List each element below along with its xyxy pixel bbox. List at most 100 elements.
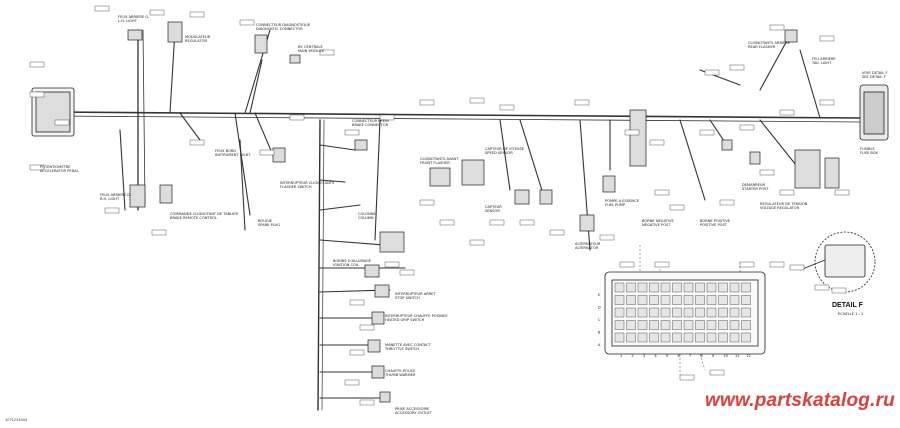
grid-col-label: 3 <box>643 354 645 358</box>
component-label: FEUX ARRIERE D.R.H. LIGHT <box>100 193 131 201</box>
reference-tag <box>669 204 685 211</box>
fuse-slot <box>718 295 728 305</box>
grid-col-label: 2 <box>632 354 634 358</box>
reference-tag <box>29 61 45 68</box>
reference-tag <box>104 207 120 214</box>
fuse-slot <box>626 332 636 343</box>
reference-tags <box>29 5 850 406</box>
reference-tag <box>469 239 485 246</box>
reference-tag <box>789 264 805 271</box>
fuse-slot <box>672 320 682 330</box>
fuse-slot <box>660 282 671 293</box>
reference-tag <box>779 109 795 116</box>
fuse-slot <box>672 307 682 318</box>
reference-tag <box>739 124 755 131</box>
fuse-slot <box>718 282 728 293</box>
grid-col-label: 4 <box>655 354 657 358</box>
reference-tag <box>549 229 565 236</box>
reference-tag <box>709 369 725 376</box>
grid-row-label: B <box>598 331 601 335</box>
fuse-slot <box>637 295 648 305</box>
reference-tag <box>359 324 375 331</box>
fuse-slot <box>637 307 648 318</box>
reference-tag <box>469 97 485 104</box>
fuse-slot <box>729 332 740 343</box>
fuse-slot <box>614 332 625 343</box>
fuse-slot <box>626 282 636 293</box>
detail-f-view <box>799 231 876 293</box>
fuse-slot <box>614 320 625 330</box>
reference-tag <box>599 234 615 241</box>
fuse-slot <box>706 282 717 293</box>
fuse-slot <box>695 307 705 318</box>
reference-tag <box>29 164 45 171</box>
reference-tag <box>499 104 515 111</box>
fuse-slot <box>637 282 648 293</box>
component-label: FEUX ARRIERE G.L.H. LIGHT <box>118 15 149 23</box>
reference-tag <box>319 49 335 56</box>
fuse-slot <box>706 307 717 318</box>
fuse-slot <box>741 307 751 318</box>
reference-tag <box>624 129 640 136</box>
reference-tag <box>344 379 360 386</box>
fuse-slot <box>649 307 659 318</box>
reference-tag <box>439 219 455 226</box>
fuse-slot <box>683 295 694 305</box>
reference-tag <box>489 219 505 226</box>
fuse-slot <box>660 307 671 318</box>
fuse-slot <box>614 282 625 293</box>
reference-tag <box>649 139 665 146</box>
reference-tag <box>779 189 795 196</box>
grid-row-label: E <box>598 293 600 297</box>
fuse-slot <box>706 295 717 305</box>
fuse-slot <box>683 282 694 293</box>
watermark: www.partskatalog.ru <box>705 390 895 411</box>
fuse-slot <box>741 320 751 330</box>
grid-col-label: 7 <box>689 354 691 358</box>
reference-tag <box>574 99 590 106</box>
fuse-slot <box>718 332 728 343</box>
grid-row-label: A <box>598 343 601 347</box>
reference-tag <box>819 35 835 42</box>
reference-tag <box>654 189 670 196</box>
fuse-slot <box>729 307 740 318</box>
fuse-slot <box>649 295 659 305</box>
fuse-slot <box>695 282 705 293</box>
reference-tag <box>739 261 755 268</box>
fuse-slot <box>706 332 717 343</box>
reference-tag <box>151 229 167 236</box>
fuse-slot <box>637 332 648 343</box>
reference-tag <box>419 99 435 106</box>
detail-scale: ECHELLE 1 : 1 <box>838 312 863 316</box>
reference-tag <box>289 114 305 121</box>
fuse-slot <box>626 320 636 330</box>
reference-tag <box>819 99 835 106</box>
fuse-slot <box>718 307 728 318</box>
fuse-slot <box>695 320 705 330</box>
reference-tag <box>679 374 695 381</box>
fuse-slot <box>649 332 659 343</box>
fuse-slot <box>649 320 659 330</box>
